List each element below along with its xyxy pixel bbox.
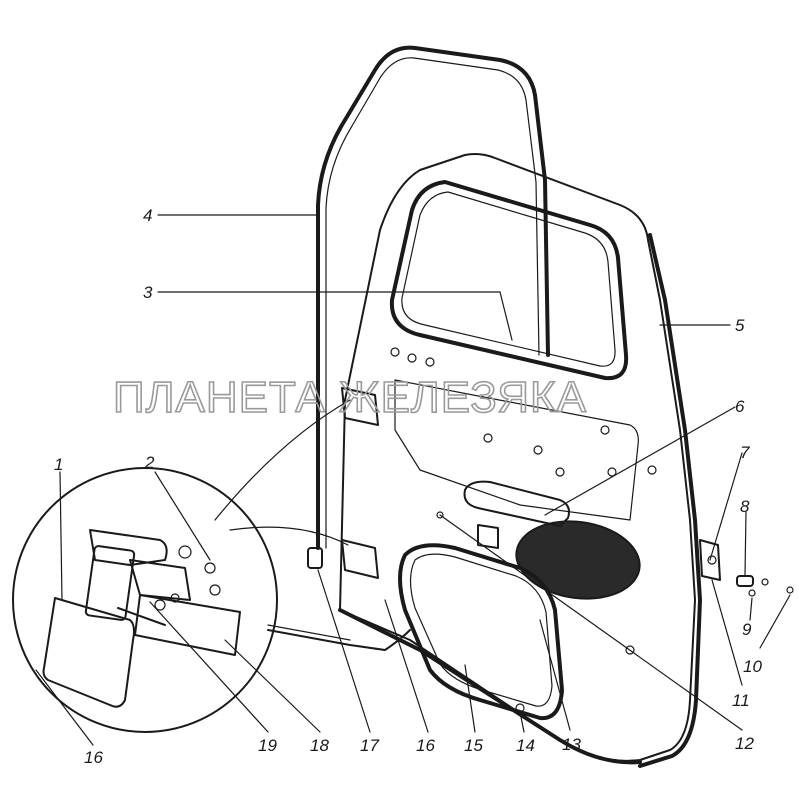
- callout-18: 18: [310, 736, 329, 755]
- bottom-weatherstrip: [267, 608, 642, 765]
- callout-1: 1: [54, 455, 63, 474]
- callout-16-left: 16: [84, 748, 103, 767]
- callout-17: 17: [360, 736, 379, 755]
- callout-5: 5: [735, 316, 745, 335]
- door-hinge-bracket: [307, 387, 379, 579]
- callout-16-right: 16: [416, 736, 435, 755]
- callout-labels: 1 2 3 4 5 6 7 8 9 10 11 12 13 14 15 16 1…: [54, 206, 762, 767]
- armrest-handle: [463, 480, 570, 527]
- callout-19: 19: [258, 736, 277, 755]
- callout-15: 15: [464, 736, 483, 755]
- callout-8: 8: [740, 497, 750, 516]
- callout-14: 14: [516, 736, 535, 755]
- callout-13: 13: [562, 735, 581, 754]
- lock-mechanism-opening: [515, 520, 641, 600]
- hinge-detail-inset: [12, 399, 351, 733]
- watermark: ПЛАНЕТА ЖЕЛЕЗЯКА: [113, 373, 587, 422]
- door-panel: [339, 153, 702, 768]
- callout-2: 2: [144, 453, 155, 472]
- fasteners: [436, 511, 525, 713]
- window-glass-channel: [389, 180, 629, 381]
- callout-4: 4: [143, 206, 152, 225]
- lock-parts: [699, 539, 794, 597]
- window-frame-seal: [316, 45, 550, 550]
- callout-7: 7: [740, 443, 750, 462]
- lower-opening-seal: [398, 543, 564, 721]
- callout-3: 3: [143, 283, 153, 302]
- callout-10: 10: [743, 657, 762, 676]
- callout-11: 11: [732, 691, 750, 710]
- callout-9: 9: [742, 620, 752, 639]
- callout-12: 12: [735, 734, 754, 753]
- callout-6: 6: [735, 397, 745, 416]
- leader-lines: [35, 214, 791, 746]
